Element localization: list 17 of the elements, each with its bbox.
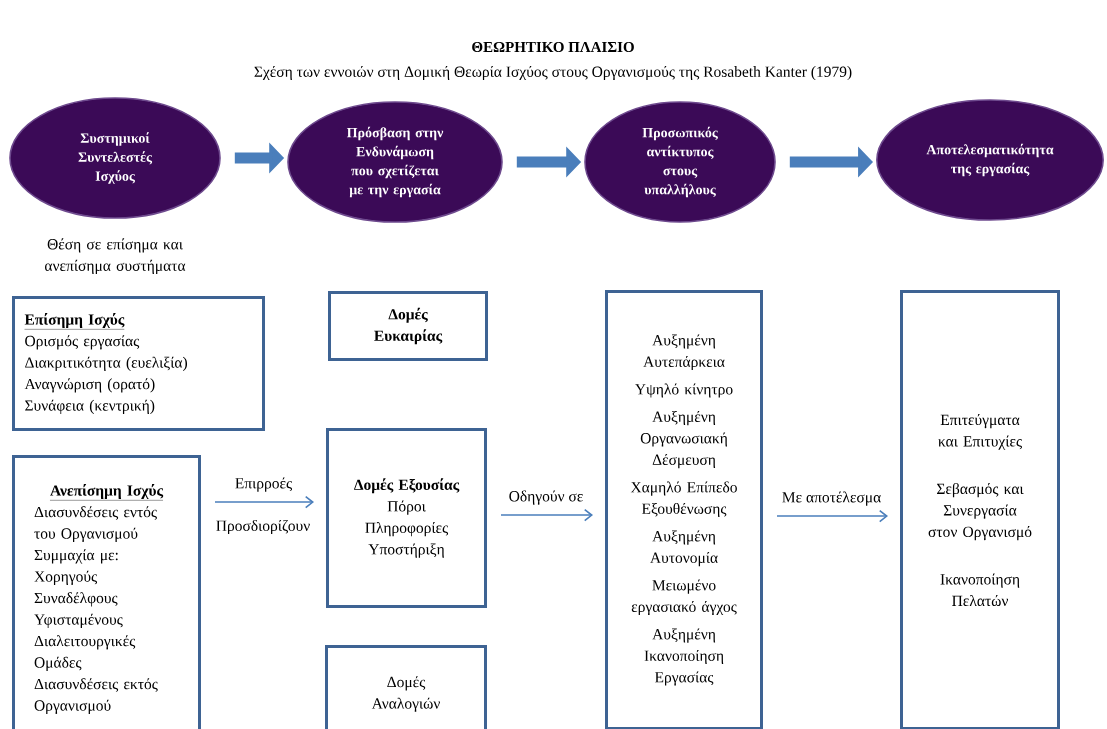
text-box: Ανεπίσημη Ισχύς Διασυνδέσεις εντός του Οργανισμού Συμμαχία με: Χορηγούς Συναδέλφους Υφισταμένους Διαλειτουργικές Ομάδες Διασυνδέσεις εκτός Οργανισμού	[12, 455, 201, 729]
text-box: Επιτεύγματα και Επιτυχίες Σεβασμός και Συνεργασία στον Οργανισμό Ικανοποίηση Πελατών	[900, 290, 1060, 729]
text-box: Δομές Εξουσίας Πόροι Πληροφορίες Υποστήριξη	[326, 428, 487, 608]
subtitle: Σχέση των εννοιών στη Δομική Θεωρία Ισχύος στους Οργανισμούς της Rosabeth Kanter (1979)	[254, 65, 852, 81]
arrow	[776, 509, 888, 523]
title: ΘΕΩΡΗΤΙΚΟ ΠΛΑΙΣΙΟ	[472, 41, 634, 53]
edge-label: Οδηγούν σε	[509, 490, 583, 505]
arrow	[214, 495, 314, 509]
text-box: Δομές Ευκαιρίας	[328, 291, 488, 361]
text-box: Δομές Αναλογιών	[325, 645, 487, 729]
edge-label: Επιρροές	[235, 477, 293, 492]
text-box: Αυξημένη Αυτεπάρκεια Υψηλό κίνητρο Αυξημένη Οργανωσιακή Δέσμευση Χαμηλό Επίπεδο Εξουθένωσης Αυξημένη Αυτονομία Μειωμένο εργασιακό άγχος Αυξημένη Ικανοποίηση Εργασίας	[605, 290, 763, 729]
text-box: Επίσημη Ισχύς Ορισμός εργασίας Διακριτικότητα (ευελιξία) Αναγνώριση (ορατό) Συνάφεια (κεντρική)	[12, 296, 265, 431]
edge-label: Με αποτέλεσμα	[782, 491, 881, 506]
arrow	[500, 508, 593, 522]
arrow-caption: Προσδιορίζουν	[216, 519, 310, 535]
caption-text: Θέση σε επίσημα και ανεπίσημα συστήματα	[45, 238, 186, 275]
